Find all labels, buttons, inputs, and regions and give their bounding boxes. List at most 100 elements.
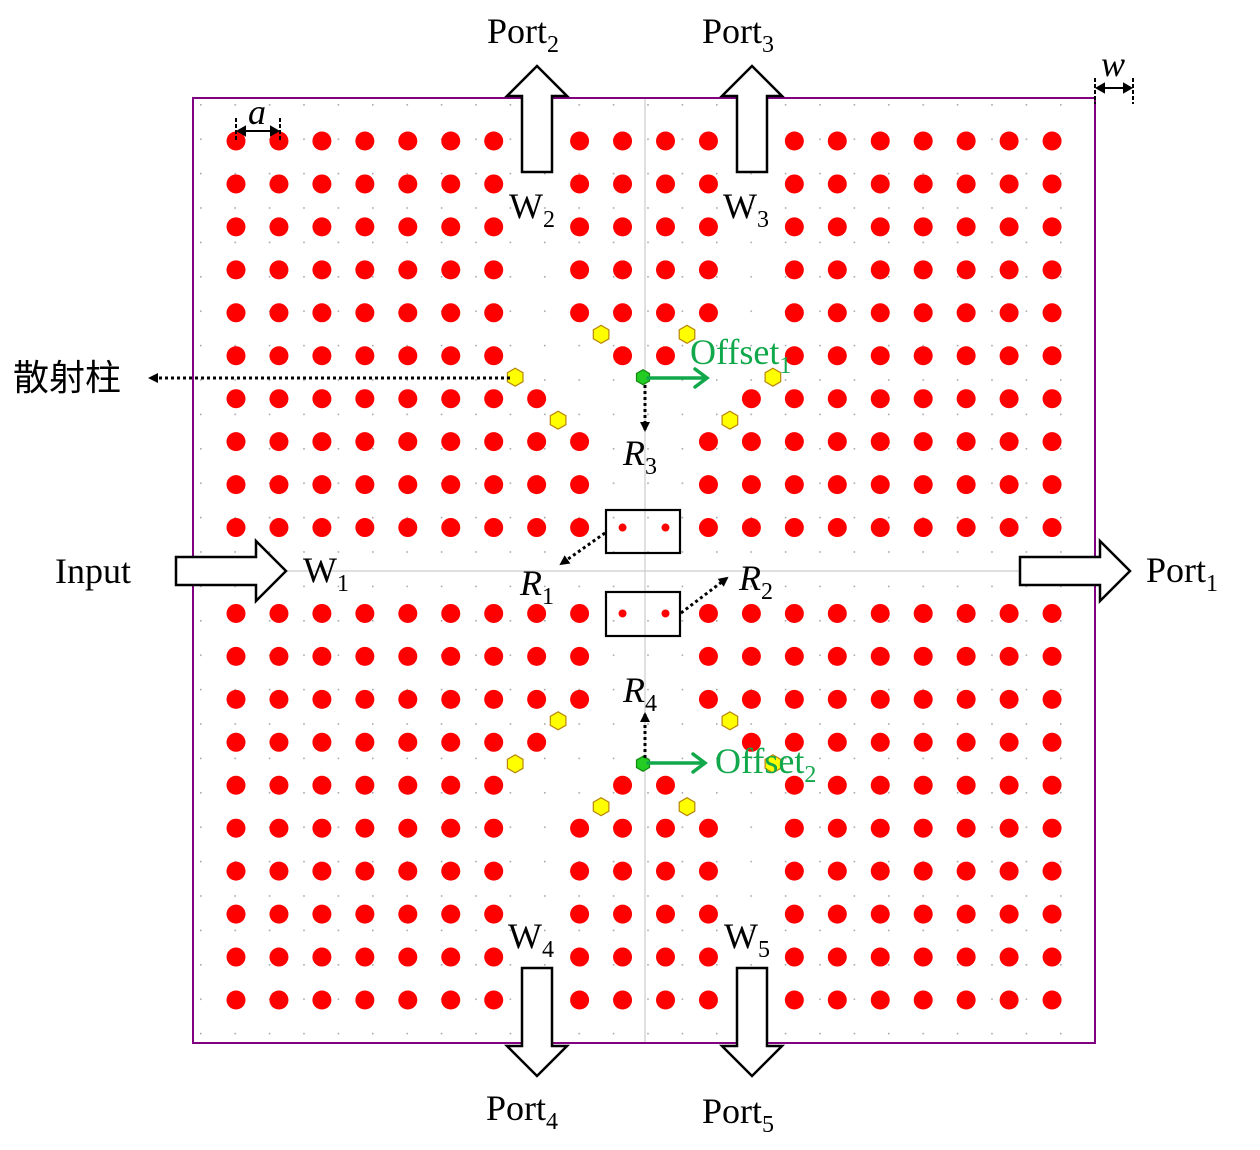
dielectric-rod	[956, 861, 976, 881]
dielectric-rod	[269, 217, 289, 237]
dielectric-rod	[441, 732, 461, 752]
dielectric-rod	[570, 646, 590, 666]
dielectric-rod	[999, 904, 1019, 924]
dielectric-rod	[913, 603, 933, 623]
scatter-rod	[506, 367, 524, 387]
dielectric-rod	[827, 131, 847, 151]
dielectric-rod	[312, 260, 332, 280]
dielectric-rod	[956, 603, 976, 623]
dielectric-rod	[355, 217, 375, 237]
dielectric-rod	[741, 432, 761, 452]
dielectric-rod	[312, 131, 332, 151]
dielectric-rod	[570, 904, 590, 924]
dielectric-rod	[570, 689, 590, 709]
dielectric-rod	[827, 260, 847, 280]
dielectric-rod	[784, 775, 804, 795]
dielectric-rod	[355, 603, 375, 623]
port1-arrow	[1018, 537, 1132, 605]
dielectric-rod	[784, 346, 804, 366]
dielectric-rod	[269, 775, 289, 795]
dielectric-rod	[484, 260, 504, 280]
dielectric-rod	[870, 947, 890, 967]
dielectric-rod	[870, 389, 890, 409]
dielectric-rod	[570, 475, 590, 495]
dielectric-rod	[656, 174, 675, 194]
dielectric-rod	[999, 775, 1019, 795]
dielectric-rod	[527, 432, 547, 452]
dielectric-rod	[441, 174, 461, 194]
dielectric-rod	[656, 217, 675, 237]
r1-arrow	[559, 531, 606, 566]
dielectric-rod	[913, 260, 933, 280]
dielectric-rod	[698, 904, 718, 924]
dielectric-rod	[269, 475, 289, 495]
offset1-label: Offset1	[690, 332, 791, 379]
dielectric-rod	[570, 260, 590, 280]
dielectric-rod	[999, 990, 1019, 1010]
dielectric-rod	[999, 303, 1019, 323]
dielectric-rod	[784, 603, 804, 623]
dielectric-rod	[741, 475, 761, 495]
port1-label: Port1	[1146, 550, 1218, 597]
dielectric-rod	[398, 646, 418, 666]
dielectric-rod	[527, 389, 547, 409]
dielectric-rod	[698, 990, 718, 1010]
dielectric-rod	[398, 818, 418, 838]
dielectric-rod	[355, 131, 375, 151]
dielectric-rod	[784, 861, 804, 881]
dielectric-rod	[312, 646, 332, 666]
dielectric-rod	[870, 732, 890, 752]
dielectric-rod	[441, 689, 461, 709]
dielectric-rod	[312, 432, 332, 452]
dielectric-rod	[441, 861, 461, 881]
dielectric-rod	[226, 260, 246, 280]
dielectric-rod	[312, 947, 332, 967]
dielectric-rod	[527, 518, 547, 538]
dielectric-rod	[355, 947, 375, 967]
w5-label: W5	[724, 916, 770, 963]
dielectric-rod	[441, 990, 461, 1010]
port3-label: Port3	[702, 11, 774, 58]
dielectric-rod	[312, 518, 332, 538]
dielectric-rod	[613, 775, 633, 795]
dielectric-rod	[398, 346, 418, 366]
dielectric-rod	[999, 260, 1019, 280]
dielectric-rod	[613, 818, 633, 838]
dielectric-rod	[269, 432, 289, 452]
dielectric-rod	[269, 603, 289, 623]
dielectric-rod	[999, 389, 1019, 409]
dielectric-rod	[312, 732, 332, 752]
dielectric-rod	[312, 475, 332, 495]
dielectric-rod	[269, 389, 289, 409]
port2-arrow	[503, 64, 571, 174]
dielectric-rod	[613, 217, 633, 237]
dielectric-rod	[226, 947, 246, 967]
dielectric-rod	[570, 990, 590, 1010]
dielectric-rod	[398, 732, 418, 752]
dielectric-rod	[269, 947, 289, 967]
dielectric-rod	[527, 689, 547, 709]
dielectric-rod	[269, 689, 289, 709]
dielectric-rod	[398, 861, 418, 881]
dielectric-rod	[999, 131, 1019, 151]
dielectric-rod	[827, 303, 847, 323]
dielectric-rod	[441, 646, 461, 666]
dielectric-rod	[784, 518, 804, 538]
dielectric-rod	[870, 260, 890, 280]
dielectric-rod	[355, 990, 375, 1010]
dielectric-rod	[913, 947, 933, 967]
dielectric-rod	[870, 689, 890, 709]
dielectric-rod	[441, 775, 461, 795]
dielectric-rod	[570, 174, 590, 194]
dielectric-rod	[1042, 775, 1062, 795]
dielectric-rod	[441, 260, 461, 280]
dielectric-rod	[484, 818, 504, 838]
dielectric-rod	[870, 303, 890, 323]
dielectric-rod	[913, 475, 933, 495]
port4-label: Port4	[486, 1088, 558, 1135]
dielectric-rod	[226, 303, 246, 323]
dielectric-rod	[355, 818, 375, 838]
dielectric-rod	[656, 861, 675, 881]
small-rod	[618, 609, 627, 618]
dielectric-rod	[527, 732, 547, 752]
